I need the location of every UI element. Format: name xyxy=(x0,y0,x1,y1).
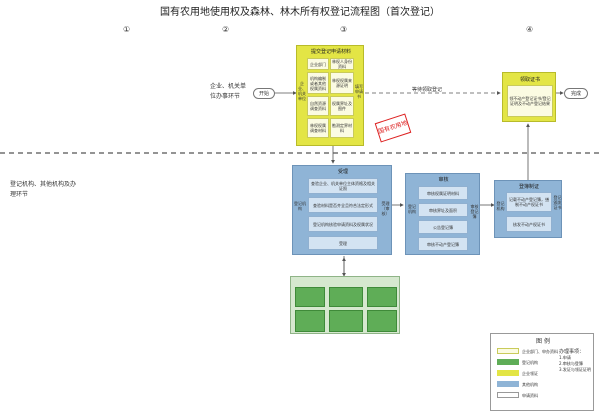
submit-cell: 林权人身份资料 xyxy=(330,58,354,70)
investigation-cell xyxy=(329,287,363,307)
investigation-cell xyxy=(295,287,325,307)
review-row: 审核界址及面积 xyxy=(418,203,468,217)
register-panel-side-right: 登记颁发证书 xyxy=(553,195,562,210)
column-number-1: ① xyxy=(123,25,131,34)
lane-label-top: 企业、机关单位办事环节 xyxy=(210,83,247,100)
submit-cell: 机构编制或者其他权属资料 xyxy=(307,72,329,94)
investigation-cell xyxy=(367,310,397,332)
receive-panel-header: 领取证书 xyxy=(519,77,540,83)
submit-cell: 林权权属来源证明 xyxy=(330,72,354,94)
legend-box: 图 例 企业部门、申办资料 登记机构 企业领证 其他机构 申请资料 办理事项： … xyxy=(490,333,594,411)
investigation-cell xyxy=(367,287,397,307)
accept-panel-side-right: 受理（审核） xyxy=(381,201,390,216)
receive-certificate-panel: 领取证书 领不动产登记证书/登记证明及不动产登记结果 xyxy=(502,72,556,122)
submit-application-panel: 提交登记申请材料 企业、机关单位 填写申请书 企业部门 林权人身份资料 机构编制… xyxy=(296,45,364,146)
legend-note: 办理事项： xyxy=(559,349,585,355)
legend-title: 图 例 xyxy=(536,338,550,345)
page-title: 国有农用地使用权及森林、林木所有权登记流程图（首次登记） xyxy=(160,7,440,18)
investigation-cell xyxy=(329,310,363,332)
legend-item: 企业领证 xyxy=(522,371,538,376)
start-node: 开始 xyxy=(253,88,275,99)
legend-swatch-green xyxy=(497,359,519,365)
accept-panel-header: 受理 xyxy=(337,169,348,175)
accept-panel: 受理 登记机构 受理（审核） 查验企业、机关单位主体资格及相关证照 查验材料是否… xyxy=(292,165,392,255)
column-number-4: ④ xyxy=(526,25,534,34)
accept-row: 查验材料是否齐全且符合法定形式 xyxy=(308,197,378,213)
legend-item: 其他机构 xyxy=(522,382,538,387)
lane-label-bottom: 登记机构、其他机构及办理环节 xyxy=(10,181,77,198)
investigation-panel xyxy=(290,276,400,334)
submit-cell: 林权权属调查材料 xyxy=(307,118,329,138)
end-node: 完成 xyxy=(564,88,588,99)
legend-item: 企业部门、申办资料 xyxy=(522,349,558,354)
legend-item: 申请资料 xyxy=(522,393,538,398)
receive-cell: 领不动产登记证书/登记证明及不动产登记结果 xyxy=(507,85,553,117)
column-number-3: ③ xyxy=(340,25,348,34)
legend-swatch-yellow xyxy=(497,370,519,376)
accept-row: 受理 xyxy=(308,236,378,250)
investigation-cell xyxy=(295,310,325,332)
accept-row: 查验企业、机关单位主体资格及相关证照 xyxy=(308,178,378,194)
review-panel: 审核 登记机构 审核登记簿 审核权属证明材料 审核界址及面积 公告登记簿 审核不… xyxy=(405,173,480,255)
legend-swatch-white xyxy=(497,392,519,398)
submit-panel-side-left: 企业、机关单位 xyxy=(298,81,306,101)
submit-panel-header: 提交登记申请材料 xyxy=(310,49,351,55)
accept-row: 登记机构核验申请资料及权属状况 xyxy=(308,216,378,232)
legend-swatch-yellow-light xyxy=(497,348,519,354)
wait-text: 等待领取登记 xyxy=(412,87,443,93)
review-row: 审核权属证明材料 xyxy=(418,186,468,200)
register-panel-header: 登簿制证 xyxy=(518,184,539,190)
review-panel-side-right: 审核登记簿 xyxy=(470,204,479,219)
legend-note: 3.发证与领证证明 xyxy=(559,367,591,372)
accept-panel-side-left: 登记机构 xyxy=(294,201,306,211)
submit-cell: 权属界址及图件 xyxy=(330,96,354,116)
column-number-2: ② xyxy=(222,25,230,34)
submit-cell: 勘测定界材料 xyxy=(330,118,354,138)
review-row: 审核不动产登记簿 xyxy=(418,237,468,251)
review-panel-header: 审核 xyxy=(438,177,449,183)
register-panel: 登簿制证 登记机构 登记颁发证书 记载不动产登记簿，缮制不动产权证书 核发不动产… xyxy=(494,180,562,238)
review-row: 公告登记簿 xyxy=(418,220,468,234)
legend-note: 2.审核与登簿 xyxy=(559,361,583,366)
submit-cell: 企业部门 xyxy=(307,58,329,70)
register-row: 记载不动产登记簿，缮制不动产权证书 xyxy=(506,192,552,212)
legend-swatch-blue xyxy=(497,381,519,387)
review-panel-side-left: 登记机构 xyxy=(408,204,416,214)
submit-panel-side-right: 填写申请书 xyxy=(355,84,363,99)
legend-item: 登记机构 xyxy=(522,360,538,365)
submit-cell: 自然资源调查资料 xyxy=(307,96,329,116)
register-panel-side-left: 登记机构 xyxy=(496,201,505,211)
legend-note: 1.申请 xyxy=(559,355,571,360)
register-row: 核发不动产权证书 xyxy=(506,216,552,232)
